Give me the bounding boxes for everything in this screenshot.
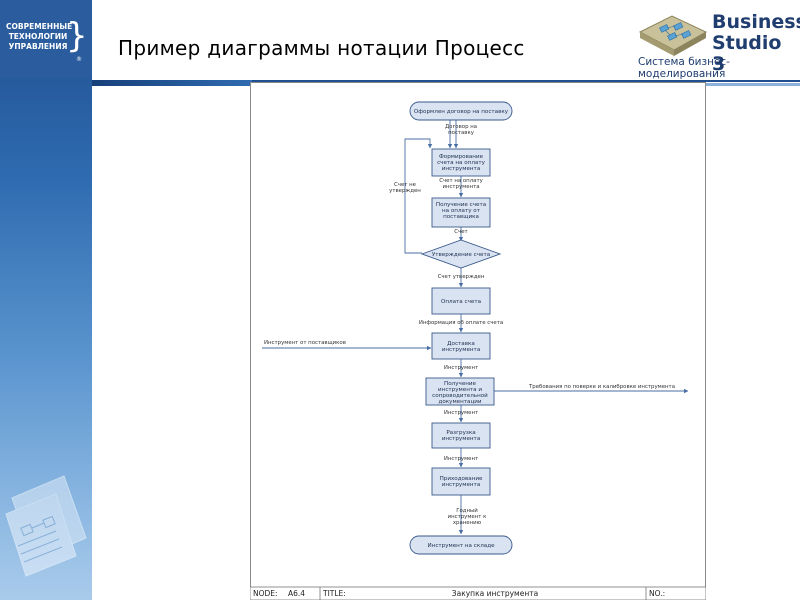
node-receipt-label-1: Приходование: [440, 476, 483, 482]
flow-invoice-payment-label-2: инструмента: [442, 184, 479, 190]
business-studio-name: Business Studio 3: [712, 11, 800, 75]
node-start: [409, 101, 513, 121]
flow-not-approved-label-2: утвержден: [389, 188, 421, 194]
flow-invoice-label: Счет: [454, 229, 467, 235]
node-form-invoice-label-2: счета на оплату: [437, 160, 485, 166]
node-form-invoice: [431, 148, 491, 177]
node-receipt: [431, 467, 491, 496]
flow-from-suppliers-label: Инструмент от поставщиков: [264, 340, 346, 346]
logo-brace-icon: }: [66, 16, 88, 56]
node-receive-invoice: [431, 197, 491, 228]
footer-no-label: NO.:: [649, 589, 665, 598]
node-receive-invoice-label-3: поставщика: [443, 214, 479, 220]
header-rule-accent: [92, 80, 252, 86]
flow-tool-1-label: Инструмент: [444, 365, 478, 371]
node-form-invoice-label-3: инструмента: [442, 166, 481, 172]
node-receive-tool-label-2: инструмента и: [438, 387, 482, 393]
business-studio-logo-icon: [638, 15, 708, 56]
flow-storage-label-2: инструмент к: [448, 514, 488, 520]
logo-line-2: ТЕХНОЛОГИИ: [8, 32, 68, 41]
node-delivery: [431, 332, 491, 360]
flow-contract-label-1: Договор на: [445, 124, 477, 130]
node-pay-label: Оплата счета: [441, 299, 481, 305]
footer-node-label: NODE:: [253, 589, 278, 598]
node-receive-tool-label-4: документации: [438, 399, 481, 405]
footer-title-label: TITLE:: [322, 589, 346, 598]
flow-storage-label-1: Годный: [456, 507, 478, 514]
node-pay: [431, 287, 491, 315]
flow-approved-label: Счет утвержден: [438, 274, 485, 280]
documents-illustration-icon: [5, 475, 87, 577]
node-delivery-label-1: Доставка: [447, 341, 475, 347]
node-unload: [431, 422, 491, 449]
node-receive-invoice-label-2: на оплату от: [442, 208, 481, 214]
flow-calibration-label: Требования по поверке и калибровке инстр…: [528, 384, 675, 390]
node-receive-tool-label-1: Получение: [444, 381, 477, 387]
node-delivery-label-2: инструмента: [442, 347, 481, 353]
flow-payment-info-label: Информация об оплате счета: [419, 320, 503, 326]
page-title: Пример диаграммы нотации Процесс: [118, 36, 525, 60]
node-start-label: Оформлен договор на поставку: [414, 109, 509, 115]
flow-not-approved-label-1: Счет не: [394, 182, 417, 188]
node-receive-tool-label-3: сопроводительной: [432, 392, 488, 399]
footer-title-value: Закупка инструмента: [452, 589, 538, 598]
diagram-footer: [250, 586, 706, 600]
node-receipt-label-2: инструмента: [442, 482, 481, 488]
flow-storage-label-3: хранению: [453, 520, 482, 526]
node-form-invoice-label-1: Формирование: [439, 154, 484, 160]
node-unload-label-2: инструмента: [442, 436, 481, 442]
node-unload-label-1: Разгрузка: [446, 430, 475, 436]
process-diagram: Оформлен договор на поставку Формировани…: [250, 101, 706, 600]
flow-contract-label-2: поставку: [448, 130, 475, 136]
flow-tool-2-label: Инструмент: [444, 410, 478, 416]
business-studio-tagline: Система бизнес-моделирования: [638, 56, 730, 80]
flow-invoice-payment-label-1: Счет на оплату: [439, 178, 483, 184]
node-approve: [420, 239, 502, 269]
flow-not-approved-line: [404, 138, 433, 254]
footer-node-value: A6.4: [288, 589, 305, 598]
node-end: [409, 535, 513, 555]
node-approve-label: Утверждение счета: [432, 252, 490, 258]
logo-line-1: СОВРЕМЕННЫЕ: [6, 22, 73, 31]
node-receive-invoice-label-1: Получение счета: [436, 202, 486, 208]
logo-registered-mark: ®: [76, 56, 82, 63]
company-logo: СОВРЕМЕННЫЕ ТЕХНОЛОГИИ УПРАВЛЕНИЯ } ®: [0, 0, 92, 78]
node-receive-tool: [425, 377, 495, 406]
flow-tool-3-label: Инструмент: [444, 456, 478, 462]
node-end-label: Инструмент на складе: [427, 543, 495, 549]
logo-line-3: УПРАВЛЕНИЯ: [8, 42, 68, 51]
